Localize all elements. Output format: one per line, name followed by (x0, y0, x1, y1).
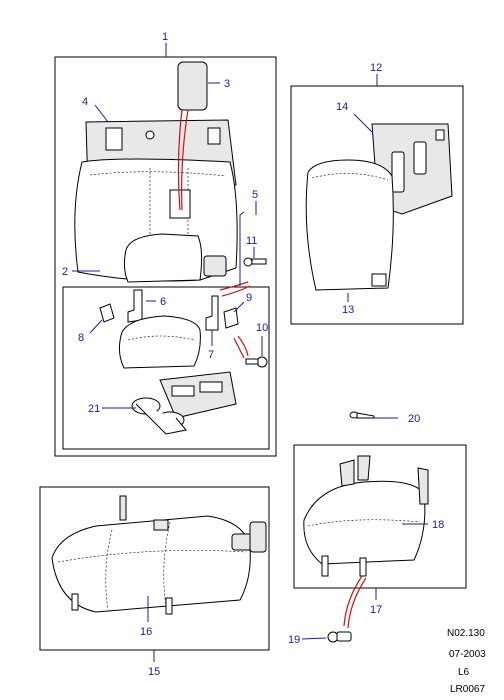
armrest-cushion-upper (123, 233, 203, 283)
ref-id: LR0067 (450, 684, 485, 695)
callout-1: 1 (162, 31, 168, 43)
callout-4: 4 (82, 96, 88, 108)
latch-cable-d (233, 337, 245, 359)
screw-20 (349, 411, 375, 419)
frame-assembly-17 (293, 444, 467, 589)
callout-8: 8 (78, 332, 84, 344)
cupholder-21 (131, 371, 237, 435)
armrest-cable-2 (347, 577, 367, 629)
callout-10: 10 (256, 322, 268, 334)
headrest-cable-2 (181, 109, 189, 211)
callout-6: 6 (160, 296, 166, 308)
callout-19: 19 (288, 634, 300, 646)
bolt-10 (245, 356, 268, 368)
bolt-11 (243, 257, 267, 267)
ref-code: N02.130 (447, 628, 485, 639)
ref-level: L6 (458, 667, 470, 678)
callout-15: 15 (148, 666, 160, 678)
frame-assembly-5 (62, 286, 270, 450)
bolt-19 (327, 631, 352, 643)
seat-back-cushion-13 (305, 159, 394, 291)
callout-17: 17 (370, 604, 382, 616)
latch-cable-b (221, 285, 251, 297)
bracket-7 (205, 295, 219, 331)
callout-5: 5 (252, 189, 258, 201)
latch-cable-c (237, 335, 249, 357)
callout-11: 11 (246, 235, 257, 247)
armrest-cable-1 (343, 575, 363, 627)
seat-cushion-16 (51, 495, 267, 615)
callout-21: 21 (88, 403, 100, 415)
callout-7: 7 (208, 349, 214, 361)
callout-12: 12 (370, 62, 382, 74)
callout-20: 20 (408, 413, 420, 425)
clip-8 (99, 303, 115, 323)
ref-date: 07-2003 (449, 649, 486, 660)
callout-16: 16 (140, 626, 152, 638)
callout-13: 13 (342, 304, 354, 316)
armrest-bracket (203, 255, 227, 277)
callout-2: 2 (62, 266, 68, 278)
callout-3: 3 (224, 78, 230, 90)
bracket-6 (127, 289, 143, 323)
headrest-cable-1 (177, 109, 183, 211)
callout-18: 18 (432, 519, 444, 531)
clip-9 (223, 307, 239, 329)
latch-cable-a (219, 281, 249, 291)
callout-14: 14 (336, 101, 348, 113)
armrest-lid (118, 315, 201, 369)
armrest-cushion-18 (303, 455, 429, 577)
headrest (177, 61, 208, 111)
callout-9: 9 (246, 292, 252, 304)
